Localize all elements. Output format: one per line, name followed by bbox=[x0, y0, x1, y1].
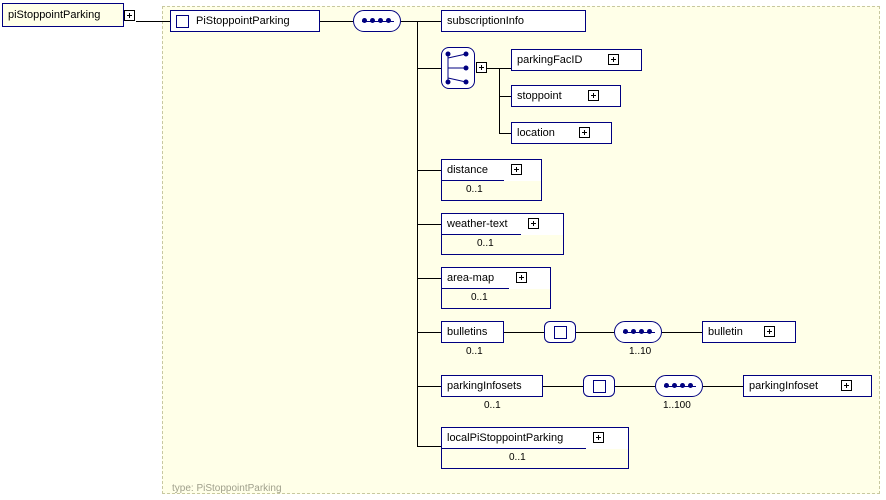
node-location[interactable]: location bbox=[511, 122, 575, 144]
connector-repeat-to-sequence-bulletin bbox=[576, 332, 614, 333]
parkingInfoset-occurrence: 1..100 bbox=[663, 400, 691, 411]
node-subscriptionInfo[interactable]: subscriptionInfo bbox=[441, 10, 545, 32]
node-label: location bbox=[517, 127, 555, 139]
connector-branch-location bbox=[499, 133, 511, 134]
node-label: bulletin bbox=[708, 326, 743, 338]
weather-text-occurrence: 0..1 bbox=[477, 238, 494, 249]
node-label: weather-text bbox=[447, 218, 508, 230]
local-plus-icon[interactable] bbox=[593, 432, 604, 443]
bulletins-repeat-icon[interactable] bbox=[544, 321, 576, 343]
connector-branch-stoppoint bbox=[499, 96, 511, 97]
local-occurrence: 0..1 bbox=[509, 452, 526, 463]
connector-root bbox=[136, 21, 170, 22]
connector-spine bbox=[417, 21, 418, 446]
node-location-plusbox bbox=[571, 122, 612, 144]
location-plus-icon[interactable] bbox=[579, 127, 590, 138]
node-label: area-map bbox=[447, 272, 495, 284]
parkingInfosets-repeat-icon[interactable] bbox=[583, 375, 615, 397]
area-map-occurrence: 0..1 bbox=[471, 292, 488, 303]
node-label: parkingInfoset bbox=[749, 380, 819, 392]
stoppoint-plus-icon[interactable] bbox=[588, 90, 599, 101]
connector-bulletins-to-repeat bbox=[504, 332, 544, 333]
choice-plus-icon[interactable] bbox=[476, 62, 487, 73]
parkingInfosets-occurrence: 0..1 bbox=[484, 400, 501, 411]
node-piStoppointParking[interactable]: PiStoppointParking bbox=[170, 10, 320, 32]
connector-parkingInfosets-to-repeat bbox=[543, 386, 583, 387]
connector-sequence-to-parkingInfoset bbox=[703, 386, 743, 387]
node-label: bulletins bbox=[447, 326, 488, 338]
node-subscriptionInfo-plusbox bbox=[541, 10, 586, 32]
distance-plus-icon[interactable] bbox=[511, 164, 522, 175]
repeat-inner-square-icon bbox=[592, 379, 606, 393]
connector-choice-spine-lower bbox=[499, 96, 500, 124]
node-area-map-frame bbox=[441, 267, 551, 309]
node-parkingInfoset-plusbox bbox=[834, 375, 872, 397]
connector-choice-out bbox=[487, 68, 499, 69]
node-parkingFacID[interactable]: parkingFacID bbox=[511, 49, 604, 71]
node-label: parkingInfosets bbox=[447, 380, 522, 392]
connector-repeat-to-sequence-parkingInfoset bbox=[615, 386, 655, 387]
connector-branch-bulletins bbox=[417, 332, 441, 333]
node-parkingInfoset[interactable]: parkingInfoset bbox=[743, 375, 838, 397]
bulletin-occurrence: 1..10 bbox=[629, 346, 652, 357]
node-stoppoint-plusbox bbox=[581, 85, 621, 107]
node-label: PiStoppointParking bbox=[196, 15, 290, 27]
node-bulletin[interactable]: bulletin bbox=[702, 321, 760, 343]
choice-compositor-icon[interactable] bbox=[441, 47, 475, 89]
connector-branch-parkingInfosets bbox=[417, 386, 441, 387]
connector-branch-local bbox=[417, 446, 441, 447]
root-reference-plus-icon[interactable] bbox=[124, 10, 135, 21]
root-reference-label: piStoppointParking bbox=[8, 9, 101, 21]
node-bulletin-plusbox bbox=[756, 321, 796, 343]
sequence-compositor-icon[interactable] bbox=[353, 10, 401, 32]
distance-occurrence: 0..1 bbox=[466, 184, 483, 195]
parkingInfoset-sequence-compositor-icon[interactable] bbox=[655, 375, 703, 397]
connector-sequence-out bbox=[401, 21, 417, 22]
connector-branch-subscriptionInfo bbox=[417, 21, 441, 22]
area-map-plus-icon[interactable] bbox=[516, 272, 527, 283]
connector-branch-weather-text bbox=[417, 224, 441, 225]
bulletin-plus-icon[interactable] bbox=[764, 326, 775, 337]
node-label: parkingFacID bbox=[517, 54, 583, 66]
node-distance-frame bbox=[441, 159, 542, 201]
bulletins-occurrence: 0..1 bbox=[466, 346, 483, 357]
connector-sequence-to-bulletin bbox=[662, 332, 702, 333]
parkingFacID-plus-icon[interactable] bbox=[608, 54, 619, 65]
connector-root-to-sequence bbox=[320, 21, 353, 22]
parkingInfoset-plus-icon[interactable] bbox=[841, 380, 852, 391]
connector-branch-choice bbox=[417, 68, 441, 69]
connector-branch-parkingFacID bbox=[499, 68, 511, 69]
node-parkingFacID-plusbox bbox=[600, 49, 642, 71]
node-label: localPiStoppointParking bbox=[447, 432, 564, 444]
connector-branch-area-map bbox=[417, 278, 441, 279]
group-type-label: type: PiStoppointParking bbox=[172, 483, 282, 494]
weather-text-plus-icon[interactable] bbox=[528, 218, 539, 229]
bulletin-sequence-compositor-icon[interactable] bbox=[614, 321, 662, 343]
repeat-inner-square-icon bbox=[553, 325, 567, 339]
element-square-icon bbox=[176, 14, 189, 28]
node-bulletins[interactable]: bulletins bbox=[441, 321, 504, 343]
node-parkingInfosets[interactable]: parkingInfosets bbox=[441, 375, 543, 397]
node-label: subscriptionInfo bbox=[447, 15, 525, 27]
node-local-frame bbox=[441, 427, 629, 469]
node-stoppoint[interactable]: stoppoint bbox=[511, 85, 585, 107]
node-label: distance bbox=[447, 164, 488, 176]
node-label: stoppoint bbox=[517, 90, 562, 102]
root-reference-node[interactable]: piStoppointParking bbox=[2, 3, 124, 27]
connector-branch-distance bbox=[417, 170, 441, 171]
node-localPiStoppointParking[interactable]: localPiStoppointParking bbox=[441, 427, 590, 449]
node-weather-text-frame bbox=[441, 213, 564, 255]
choice-glyph-icon bbox=[445, 51, 469, 85]
